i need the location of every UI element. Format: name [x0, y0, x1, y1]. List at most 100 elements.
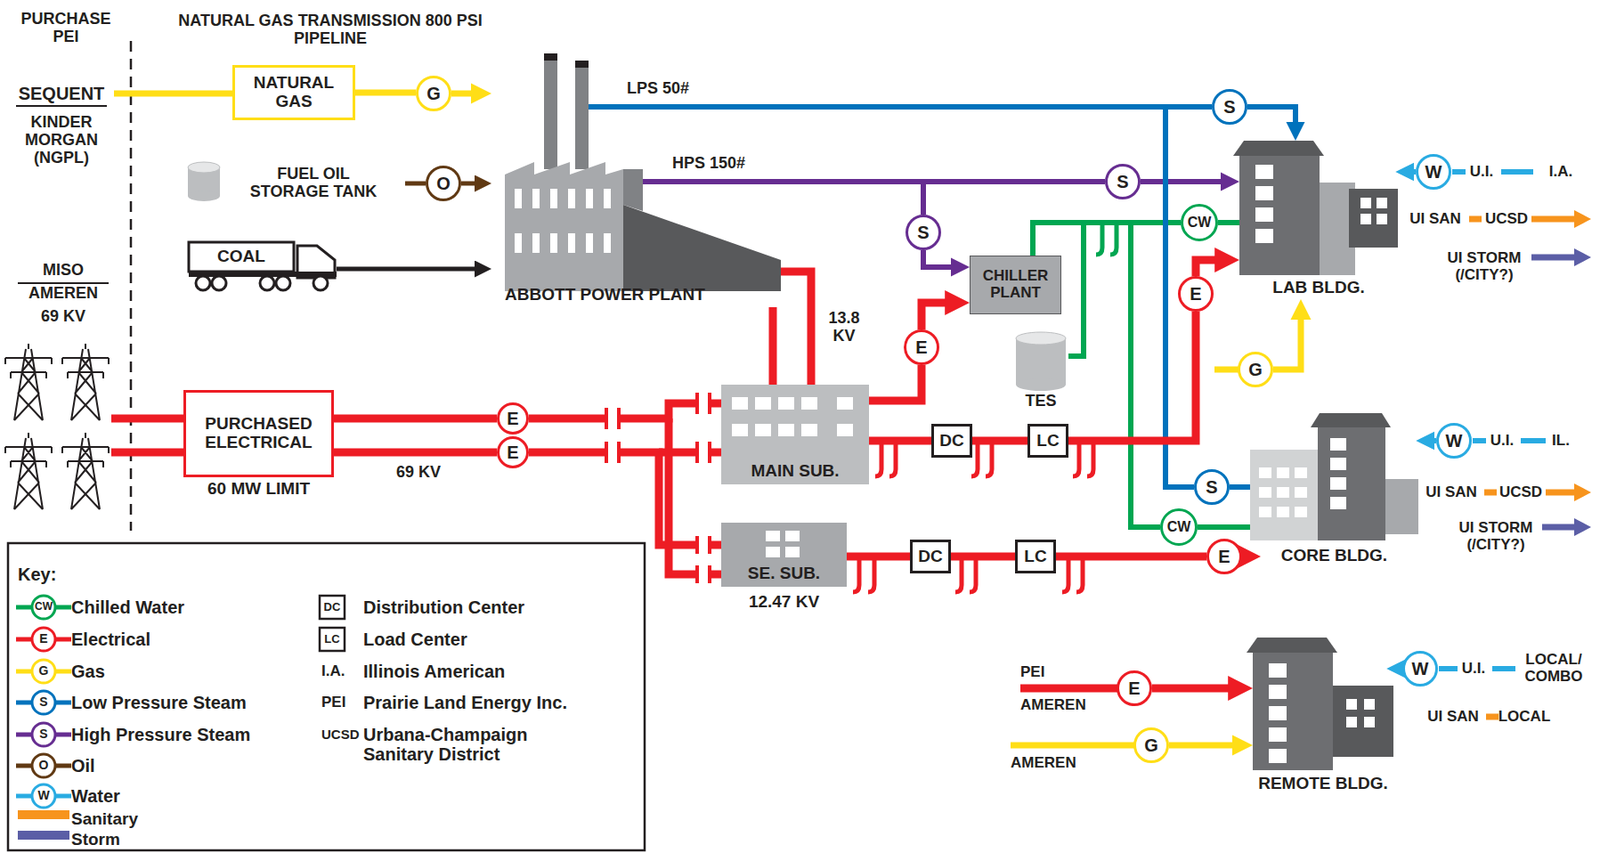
breaker	[695, 536, 699, 554]
feeder-stub	[1062, 556, 1069, 593]
art-shape	[504, 162, 624, 292]
symbol-letter: G	[426, 84, 441, 103]
window	[1330, 477, 1347, 490]
window	[532, 233, 540, 253]
pipe-connector	[923, 250, 959, 268]
pipe-symbol: E	[1206, 538, 1243, 575]
art-shape	[633, 178, 781, 185]
art-shape	[623, 169, 643, 212]
legend-text: Water	[71, 786, 121, 806]
window	[1364, 698, 1375, 710]
text-label: U.I.	[1470, 163, 1494, 181]
legend-row: Gas	[71, 661, 606, 682]
transmission-tower	[5, 343, 52, 421]
art-shape	[575, 65, 589, 170]
legend-row: Water	[71, 786, 606, 806]
label-anchor: Illinois American	[363, 661, 898, 682]
pipe-symbol: S	[905, 214, 942, 251]
text-label: AMEREN	[1010, 755, 1077, 772]
window	[731, 397, 748, 410]
text-label: Urbana-Champaign Sanitary District	[363, 724, 595, 764]
pipe-connector	[1242, 552, 1247, 561]
art-shape	[1332, 685, 1394, 757]
symbol-letter: E	[1218, 547, 1230, 566]
text-label: Key:	[17, 564, 57, 585]
legend-symbol	[32, 690, 56, 715]
window	[801, 423, 818, 437]
feeder-stub	[1072, 440, 1080, 477]
node-text: NATURAL GAS	[247, 73, 341, 112]
breaker	[617, 441, 621, 463]
label-anchor: LPS 50#	[212, 80, 1104, 98]
window	[1294, 506, 1308, 518]
legend-text: Storm	[71, 830, 121, 850]
breaker	[707, 392, 712, 415]
window	[1268, 684, 1287, 699]
node-text: LC	[1023, 547, 1047, 567]
pipe-symbol: E	[496, 436, 529, 469]
legend-text: Load Center	[363, 629, 468, 650]
text-label: CW	[34, 601, 53, 613]
supply-box: NATURAL GAS	[232, 64, 356, 121]
window	[836, 423, 853, 437]
window	[1294, 467, 1308, 479]
node-text: CORE BLDG.	[1250, 543, 1419, 569]
pipe-symbol: E	[903, 329, 940, 366]
label-anchor: HPS 150#	[263, 154, 1154, 173]
art-shape	[16, 105, 107, 107]
label-anchor: AMEREN	[0, 284, 509, 303]
node-text: DC	[939, 431, 964, 451]
feeder-stub	[868, 556, 875, 593]
art-shape	[1015, 338, 1066, 385]
window	[778, 397, 795, 410]
art-shape	[1096, 222, 1117, 255]
art-shape	[721, 522, 847, 587]
legend-symbol	[32, 659, 56, 683]
label-anchor: AMEREN	[1010, 755, 1545, 772]
window	[1346, 716, 1357, 728]
pipe-connector	[1152, 684, 1238, 693]
pipe-connector	[921, 302, 955, 330]
legend-symbol	[32, 722, 56, 747]
breaker	[698, 565, 708, 584]
pipe-connector	[972, 437, 1028, 446]
text-label: HPS 150#	[672, 154, 746, 173]
label-anchor: 69 KV	[0, 308, 509, 326]
legend-text: Sanitary	[71, 810, 139, 829]
window	[1255, 228, 1274, 244]
legend-row: Electrical	[71, 629, 606, 650]
breaker	[695, 441, 699, 463]
art-shape	[319, 595, 345, 619]
window	[765, 546, 780, 558]
node-text: PURCHASED ELECTRICAL	[183, 389, 334, 478]
wheel	[259, 276, 275, 291]
text-label: IL.	[1551, 432, 1570, 450]
symbol-letter: E	[1128, 679, 1140, 698]
window	[1268, 706, 1287, 721]
pipe-connector	[869, 365, 922, 401]
pipe-connector	[1247, 106, 1296, 130]
fuel-oil-tank: FUEL OIL STORAGE TANK	[182, 156, 406, 211]
text-label: Illinois American	[363, 661, 505, 682]
pipe-connector	[405, 181, 426, 187]
art-shape	[187, 190, 220, 202]
pipe-symbol: O	[425, 165, 462, 202]
feeder-stub	[969, 556, 976, 593]
wheel	[195, 276, 211, 291]
pipe-symbol: S	[1104, 163, 1141, 200]
window	[1346, 698, 1357, 710]
substation: MAIN SUB.	[721, 384, 870, 485]
symbol-letter: W	[1425, 162, 1443, 181]
legend-text: High Pressure Steam	[71, 724, 251, 745]
window	[585, 188, 593, 209]
art-shape	[544, 53, 558, 61]
building: CORE BLDG.	[1250, 413, 1419, 570]
window	[550, 188, 558, 209]
transmission-tower	[62, 343, 109, 421]
window	[1330, 457, 1347, 471]
pipe-connector	[1032, 222, 1181, 256]
pipe-connector	[846, 552, 910, 561]
pipe-connector	[1169, 742, 1241, 749]
feeder-stub	[875, 440, 882, 477]
art-shape	[1015, 378, 1066, 391]
